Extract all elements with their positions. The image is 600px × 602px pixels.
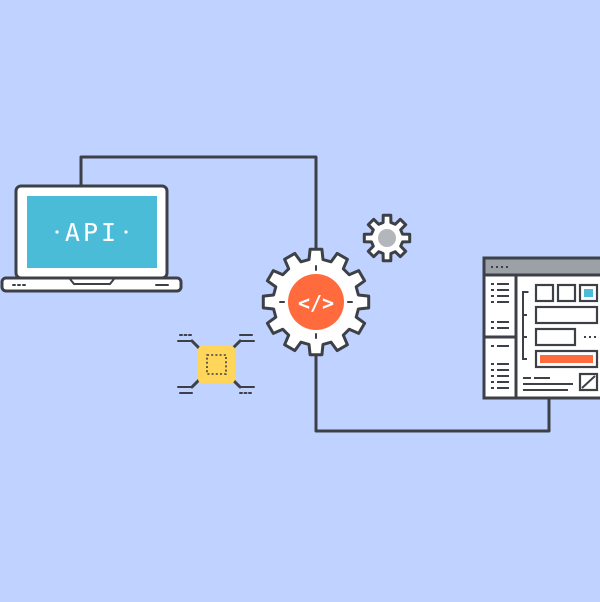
window-box-1 [534, 283, 555, 303]
browser-window-icon [482, 256, 600, 400]
api-label-dot-left [55, 230, 59, 234]
connector-laptop-to-gear [79, 155, 318, 252]
window-tree [522, 291, 530, 360]
chip-core [206, 354, 227, 375]
window-box-2 [556, 283, 577, 303]
window-field-2 [534, 327, 577, 347]
gear-code-icon: </> [261, 247, 371, 357]
small-gear-hub [378, 229, 396, 247]
laptop-icon: API [0, 184, 183, 293]
gear-code-badge [288, 274, 344, 330]
laptop-hinge-notch [69, 278, 115, 285]
window-field-1 [534, 305, 599, 325]
window-box-3-accent [584, 289, 593, 297]
window-titlebar [485, 259, 600, 275]
api-label: API [65, 218, 119, 247]
chip-icon [177, 334, 255, 394]
connector-gear-to-window [314, 352, 551, 433]
laptop-screen [27, 196, 157, 268]
chip-body [198, 346, 235, 383]
window-sidebar-list-bottom [491, 345, 509, 389]
window-image-diagonal [581, 375, 596, 389]
code-symbol: </> [298, 291, 334, 315]
connector-lines [79, 155, 551, 433]
window-sidebar-list-top [491, 283, 509, 329]
window-field-3-accent [540, 355, 593, 363]
small-gear-icon [362, 213, 412, 263]
api-label-dot-right [124, 230, 128, 234]
